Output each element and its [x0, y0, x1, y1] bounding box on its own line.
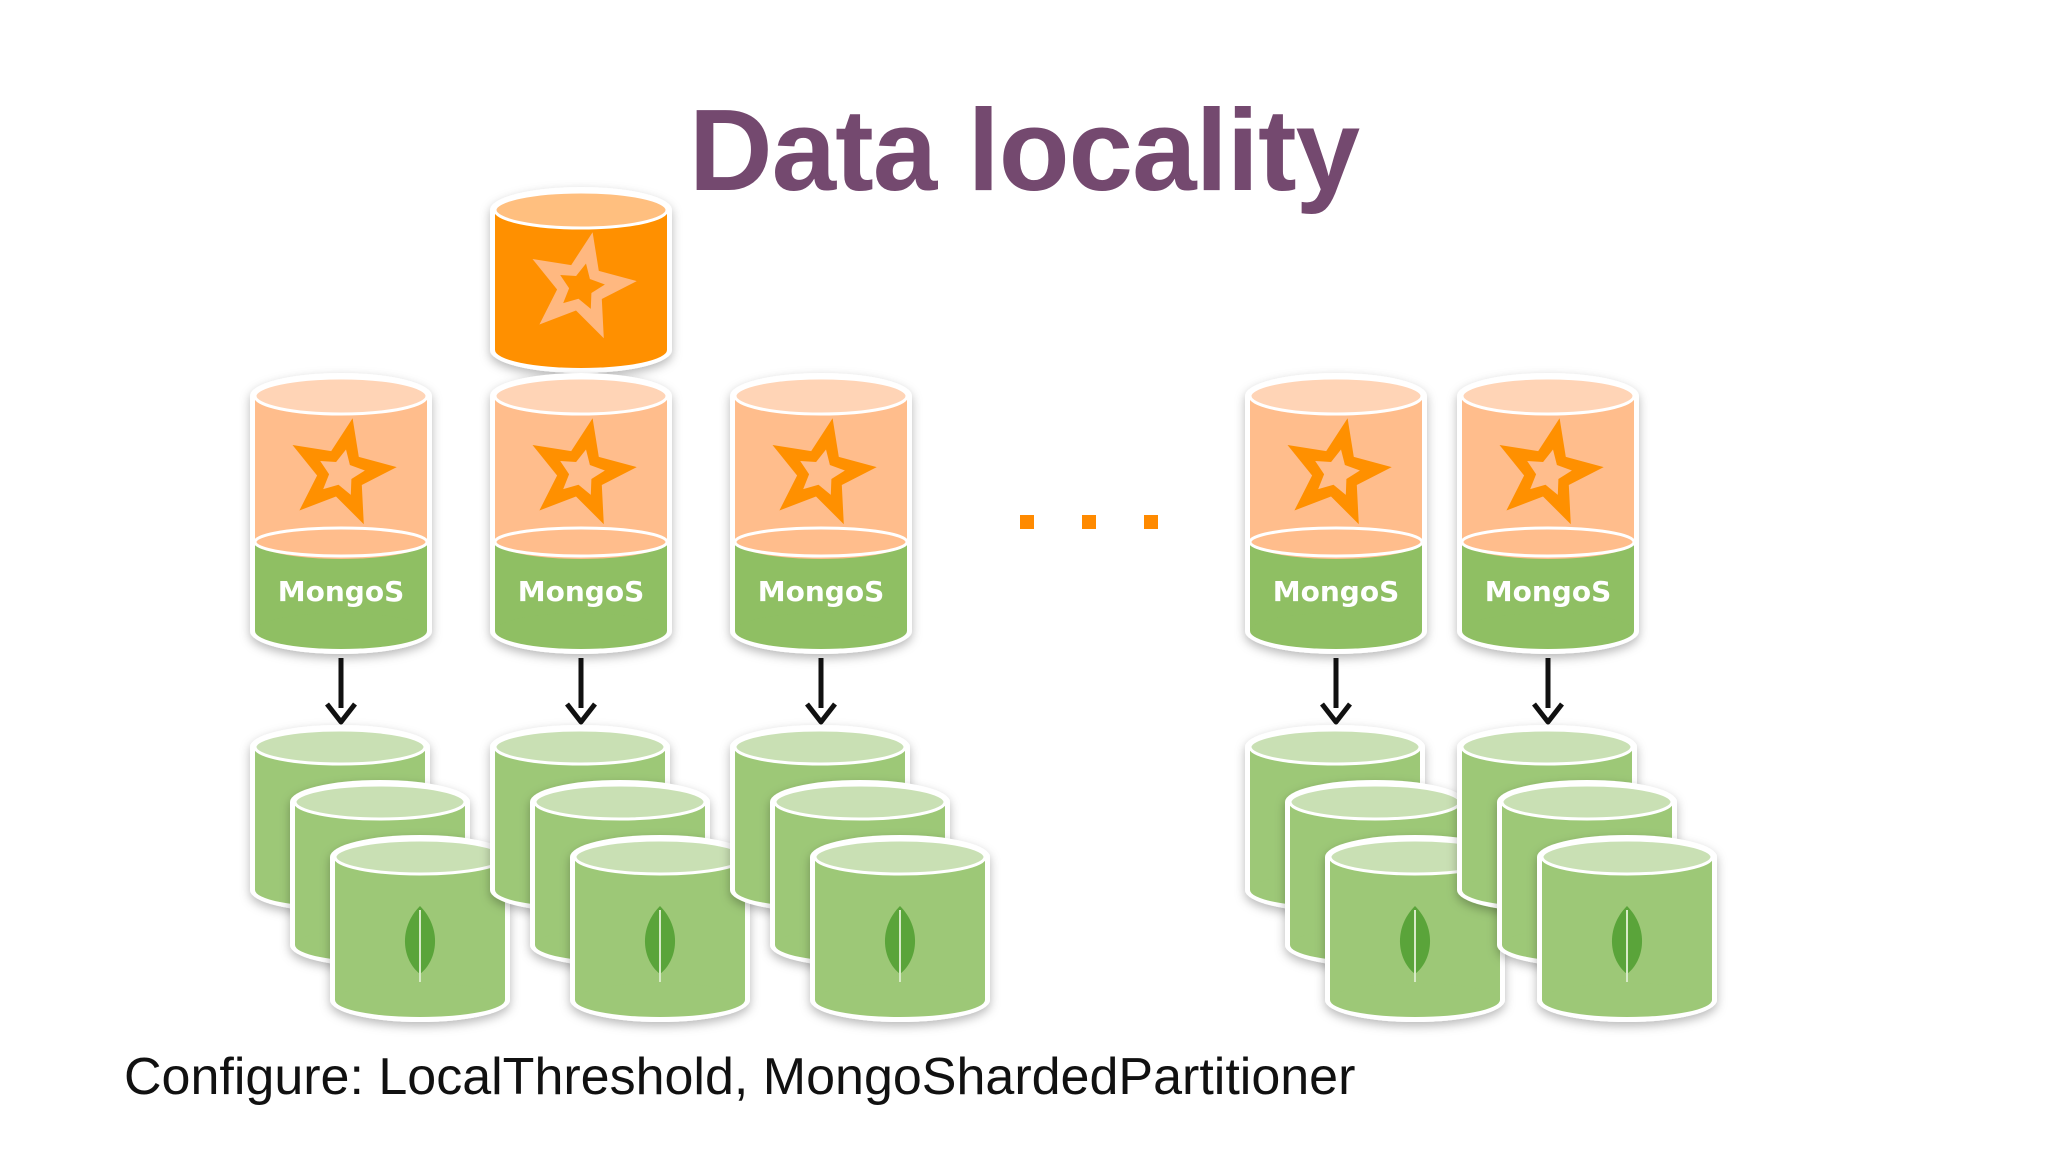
spark-star-icon	[1287, 418, 1392, 525]
mongodb-shard-stack	[1245, 725, 1505, 1022]
spark-star-icon	[1499, 418, 1604, 525]
mongodb-shard-stack	[1457, 725, 1717, 1022]
mongos-label: MongoS	[278, 575, 404, 608]
mongodb-leaf-icon	[404, 906, 436, 982]
spark-star-icon	[292, 418, 397, 525]
slide-title: Data locality	[688, 85, 1360, 215]
mongodb-shard	[1537, 835, 1717, 1022]
mongos-label: MongoS	[518, 575, 644, 608]
down-arrow-icon	[1532, 658, 1564, 725]
mongos-label: MongoS	[1273, 575, 1399, 608]
mongodb-shard	[570, 835, 750, 1022]
spark-mongos-node: MongoS	[1457, 373, 1639, 654]
spark-master-node	[490, 187, 672, 373]
down-arrow-icon	[805, 658, 837, 725]
mongodb-leaf-icon	[1399, 906, 1431, 982]
mongos-label: MongoS	[758, 575, 884, 608]
spark-mongos-node: MongoS	[1245, 373, 1427, 654]
spark-star-icon	[532, 232, 637, 339]
mongodb-shard-stack	[490, 725, 750, 1022]
configure-note: Configure: LocalThreshold, MongoShardedP…	[124, 1048, 1356, 1106]
mongodb-leaf-icon	[1611, 906, 1643, 982]
down-arrow-icon	[1320, 658, 1352, 725]
ellipsis-more-nodes	[1020, 515, 1158, 529]
mongodb-leaf-icon	[644, 906, 676, 982]
spark-mongos-node: MongoS	[250, 373, 432, 654]
mongodb-shard	[330, 835, 510, 1022]
mongodb-shard-stack	[250, 725, 510, 1022]
spark-star-icon	[772, 418, 877, 525]
mongodb-shard	[810, 835, 990, 1022]
down-arrow-icon	[565, 658, 597, 725]
spark-star-icon	[532, 418, 637, 525]
spark-mongos-node: MongoS	[490, 373, 672, 654]
mongodb-leaf-icon	[884, 906, 916, 982]
down-arrow-icon	[325, 658, 357, 725]
spark-mongos-node: MongoS	[730, 373, 912, 654]
mongos-label: MongoS	[1485, 575, 1611, 608]
mongodb-shard-stack	[730, 725, 990, 1022]
